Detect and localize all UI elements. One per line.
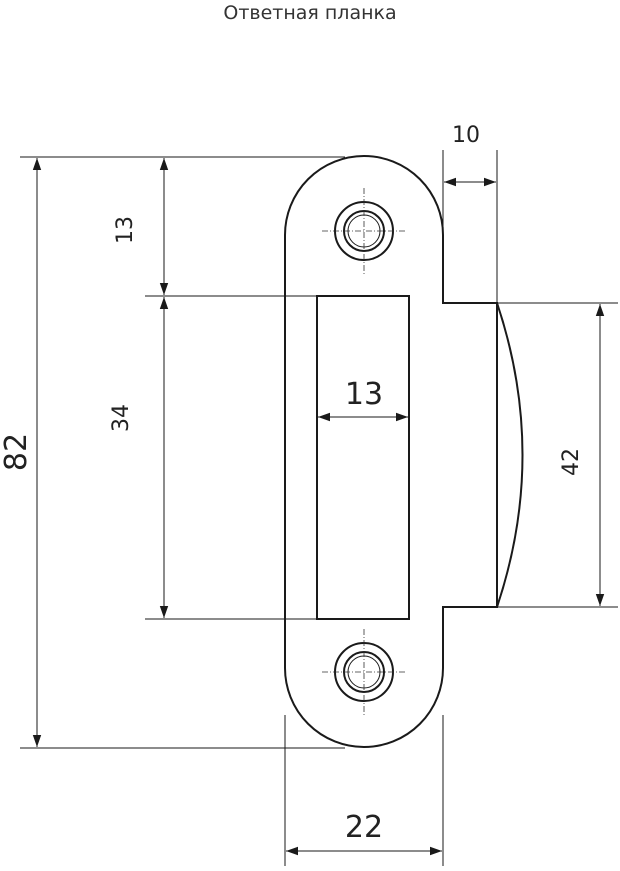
extension-lines: [20, 150, 618, 866]
dim-label-lip-height: 42: [559, 448, 584, 476]
dim-label-slot-width: 13: [345, 377, 383, 412]
top-screw-hole: [322, 188, 406, 274]
dim-label-plate-width: 22: [345, 810, 383, 845]
page-title: Ответная планка: [223, 2, 397, 24]
lip-curve: [496, 302, 524, 608]
dim-label-lip-depth: 10: [452, 123, 480, 148]
dim-label-slot-height: 34: [109, 404, 134, 432]
dim-label-top-to-slot: 13: [113, 216, 138, 244]
dim-label-total-height: 82: [0, 433, 34, 471]
bottom-screw-hole: [322, 629, 406, 715]
latch-slot: [316, 295, 410, 620]
